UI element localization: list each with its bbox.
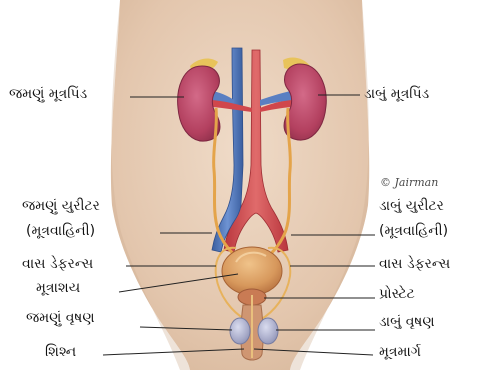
label-right-testis: જમણું વૃષણ <box>26 311 95 326</box>
label-vas-deferens-right: વાસ ડેફરન્સ <box>379 257 450 272</box>
label-penis: શિશ્ન <box>45 345 76 360</box>
left-testis-shape <box>258 318 278 344</box>
label-left-ureter-line2: (મૂત્રવાહિની) <box>379 224 448 239</box>
right-testis-shape <box>230 318 250 344</box>
artist-credit: © Jairman <box>380 176 438 189</box>
label-prostate: પ્રોસ્ટેટ <box>379 287 415 302</box>
label-bladder: મૂત્રાશય <box>36 281 80 296</box>
label-left-testis: ડાબું વૃષણ <box>379 315 435 330</box>
bladder-shape <box>222 247 282 295</box>
label-left-ureter-line1: ડાબું યુરીટર <box>379 199 444 214</box>
label-right-kidney: જમણું મૂત્રપિંડ <box>9 87 87 102</box>
label-urethra: મૂત્રમાર્ગ <box>379 345 421 360</box>
label-vas-deferens-left: વાસ ડેફરન્સ <box>22 257 93 272</box>
label-left-kidney: ડાબું મૂત્રપિંડ <box>364 87 429 102</box>
label-right-ureter-line2: (મૂત્રવાહિની) <box>26 224 95 239</box>
label-right-ureter-line1: જમણું યુરીટર <box>22 199 100 214</box>
